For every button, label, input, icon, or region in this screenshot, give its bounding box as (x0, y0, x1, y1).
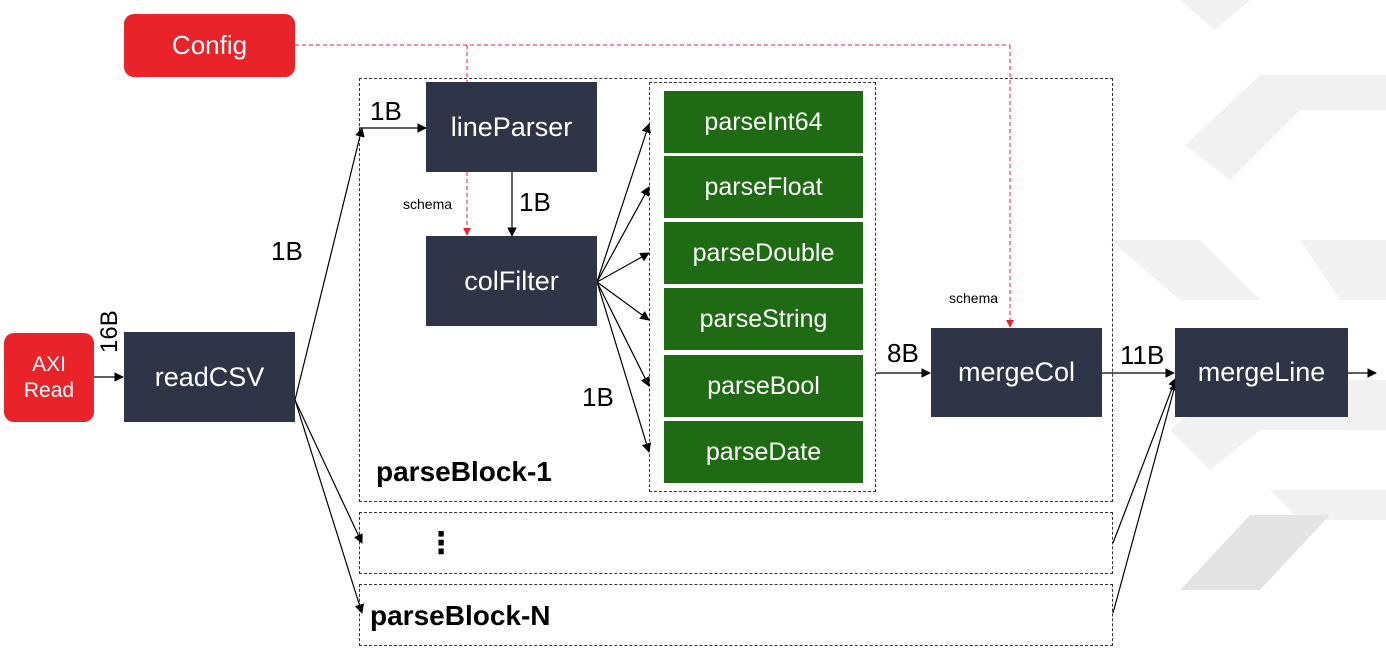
edge-label-lineparser-colfilter-1b: 1B (519, 187, 551, 217)
config-block: Config (124, 14, 295, 77)
parser-label: parseFloat (704, 172, 823, 201)
parser-bool-block: parseBool (664, 355, 863, 417)
parser-label: parseInt64 (704, 107, 823, 136)
line-parser-label: lineParser (450, 111, 573, 142)
parser-label: parseDouble (692, 238, 835, 267)
schema-label-colfilter: schema (403, 196, 453, 212)
axi-read-label: AXI Read (23, 352, 75, 402)
col-filter-block: colFilter (426, 236, 597, 326)
parser-float-block: parseFloat (664, 156, 863, 218)
edge-label-colfilter-parsers-1b: 1B (582, 382, 614, 412)
edge-label-8b: 8B (887, 338, 919, 368)
col-filter-label: colFilter (464, 265, 559, 296)
line-parser-block: lineParser (426, 82, 597, 172)
edge-label-11b: 11B (1120, 340, 1165, 370)
merge-col-label: mergeCol (957, 357, 1076, 387)
read-csv-block: readCSV (124, 332, 295, 422)
edge-label-16b: 16B (96, 310, 123, 353)
parse-block-1-container (359, 78, 1113, 502)
parser-group-container (649, 82, 876, 492)
parser-label: parseDate (705, 437, 822, 466)
parser-date-block: parseDate (664, 421, 863, 483)
parse-block-ellipsis: ⋮ (426, 527, 456, 560)
parser-int64-block: parseInt64 (664, 91, 863, 153)
parser-label: parseString (699, 304, 828, 333)
parser-label: parseBool (707, 371, 820, 400)
parser-string-block: parseString (664, 288, 863, 350)
read-csv-label: readCSV (154, 361, 265, 392)
merge-col-block: mergeCol (931, 328, 1102, 417)
parse-block-1-title: parseBlock-1 (376, 456, 552, 487)
merge-line-label: mergeLine (1197, 357, 1326, 387)
merge-line-block: mergeLine (1175, 328, 1348, 417)
config-label: Config (171, 30, 248, 60)
parse-block-n-container (359, 584, 1113, 646)
parse-block-n-title: parseBlock-N (370, 600, 551, 631)
parser-double-block: parseDouble (664, 222, 863, 284)
axi-read-block: AXI Read (4, 333, 94, 422)
edge-label-lineparser-in-1b: 1B (370, 96, 402, 126)
schema-label-mergecol: schema (949, 290, 999, 306)
edge-label-readcsv-1b: 1B (271, 236, 303, 266)
